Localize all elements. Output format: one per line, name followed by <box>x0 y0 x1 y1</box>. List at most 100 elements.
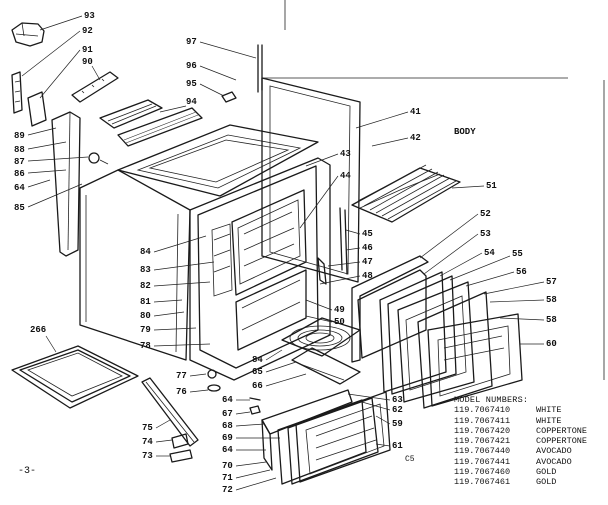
part-64-screw <box>249 397 261 401</box>
part-53-door-liner <box>357 269 427 359</box>
callout-45: 45 <box>362 229 373 239</box>
callout-72: 72 <box>222 485 233 495</box>
callout-66: 66 <box>252 381 263 391</box>
part-67-clip <box>249 405 261 415</box>
callout-92: 92 <box>82 26 93 36</box>
callout-90: 90 <box>82 57 93 67</box>
part-95-96-clip <box>221 91 237 103</box>
callout-77: 77 <box>176 371 187 381</box>
callout-93: 93 <box>84 11 95 21</box>
callout-58b: 58 <box>546 315 557 325</box>
part-58-door-inner <box>417 291 493 409</box>
callout-64a: 64 <box>14 183 25 193</box>
callout-96: 96 <box>186 61 197 71</box>
part-41-back-panel <box>261 77 361 283</box>
callout-95: 95 <box>186 79 197 89</box>
callout-68: 68 <box>222 421 233 431</box>
oven-cabinet <box>79 124 331 381</box>
callout-89: 89 <box>14 131 25 141</box>
callout-84b: 84 <box>252 355 263 365</box>
callout-43: 43 <box>340 149 351 159</box>
callout-65: 65 <box>252 367 263 377</box>
part-76-77-feet <box>207 369 221 392</box>
callout-44: 44 <box>340 171 351 181</box>
part-75-side-rail <box>141 377 199 447</box>
callout-82: 82 <box>140 281 151 291</box>
callout-61: 61 <box>392 441 403 451</box>
callout-84a: 84 <box>140 247 151 257</box>
callout-51: 51 <box>486 181 497 191</box>
callout-81: 81 <box>140 297 151 307</box>
part-61-drawer-front <box>295 391 391 483</box>
callout-85: 85 <box>14 203 25 213</box>
callout-80: 80 <box>140 311 151 321</box>
part-73-74-clips <box>169 433 193 463</box>
callout-50: 50 <box>334 317 345 327</box>
part-51-oven-rack <box>351 164 461 223</box>
part-88-87-knob <box>88 152 109 165</box>
callout-64c: 64 <box>222 445 233 455</box>
part-52-door-frame <box>351 255 429 363</box>
part-266-broiler-pan <box>11 345 139 409</box>
callout-97: 97 <box>186 37 197 47</box>
callout-52: 52 <box>480 209 491 219</box>
callout-53: 53 <box>480 229 491 239</box>
callout-75: 75 <box>142 423 153 433</box>
callout-41: 41 <box>410 107 421 117</box>
callout-266: 266 <box>30 325 46 335</box>
callout-74: 74 <box>142 437 153 447</box>
part-54-door-panel <box>379 271 447 393</box>
callout-54: 54 <box>484 248 495 258</box>
part-97-rod <box>257 44 263 93</box>
callout-63: 63 <box>392 395 403 405</box>
code-mark: C5 <box>405 455 415 464</box>
callout-78: 78 <box>140 341 151 351</box>
callout-88: 88 <box>14 145 25 155</box>
callout-71: 71 <box>222 473 233 483</box>
callout-86: 86 <box>14 169 25 179</box>
callout-76: 76 <box>176 387 187 397</box>
callout-62: 62 <box>392 405 403 415</box>
callout-56: 56 <box>516 267 527 277</box>
part-64-drawer-top <box>261 389 353 435</box>
part-65-66-bake-element <box>281 317 361 385</box>
callout-59: 59 <box>392 419 403 429</box>
callout-79: 79 <box>140 325 151 335</box>
part-90-strip <box>71 71 119 103</box>
callout-58a: 58 <box>546 295 557 305</box>
callout-48: 48 <box>362 271 373 281</box>
section-title: BODY <box>454 127 476 137</box>
part-92-bracket <box>11 71 23 114</box>
part-91-plate <box>27 91 47 127</box>
model-numbers-header: MODEL NUMBERS: <box>454 395 529 405</box>
callout-60: 60 <box>546 339 557 349</box>
drawer-front-assembly <box>261 389 391 485</box>
callout-57: 57 <box>546 277 557 287</box>
part-93-cap <box>11 22 45 47</box>
part-94-vent <box>99 99 203 147</box>
callout-64b: 64 <box>222 395 233 405</box>
callout-69: 69 <box>222 433 233 443</box>
callout-87: 87 <box>14 157 25 167</box>
page-number: -3- <box>18 466 37 477</box>
part-56-door-glass <box>397 281 475 403</box>
callout-73: 73 <box>142 451 153 461</box>
callout-91: 91 <box>82 45 93 55</box>
callout-labels: 93 92 91 90 89 88 87 86 64 85 97 96 95 9… <box>14 11 557 495</box>
oven-door-assembly <box>351 255 523 409</box>
callout-67: 67 <box>222 409 233 419</box>
callout-47: 47 <box>362 257 373 267</box>
callout-46: 46 <box>362 243 373 253</box>
callout-42: 42 <box>410 133 421 143</box>
callout-83: 83 <box>140 265 151 275</box>
